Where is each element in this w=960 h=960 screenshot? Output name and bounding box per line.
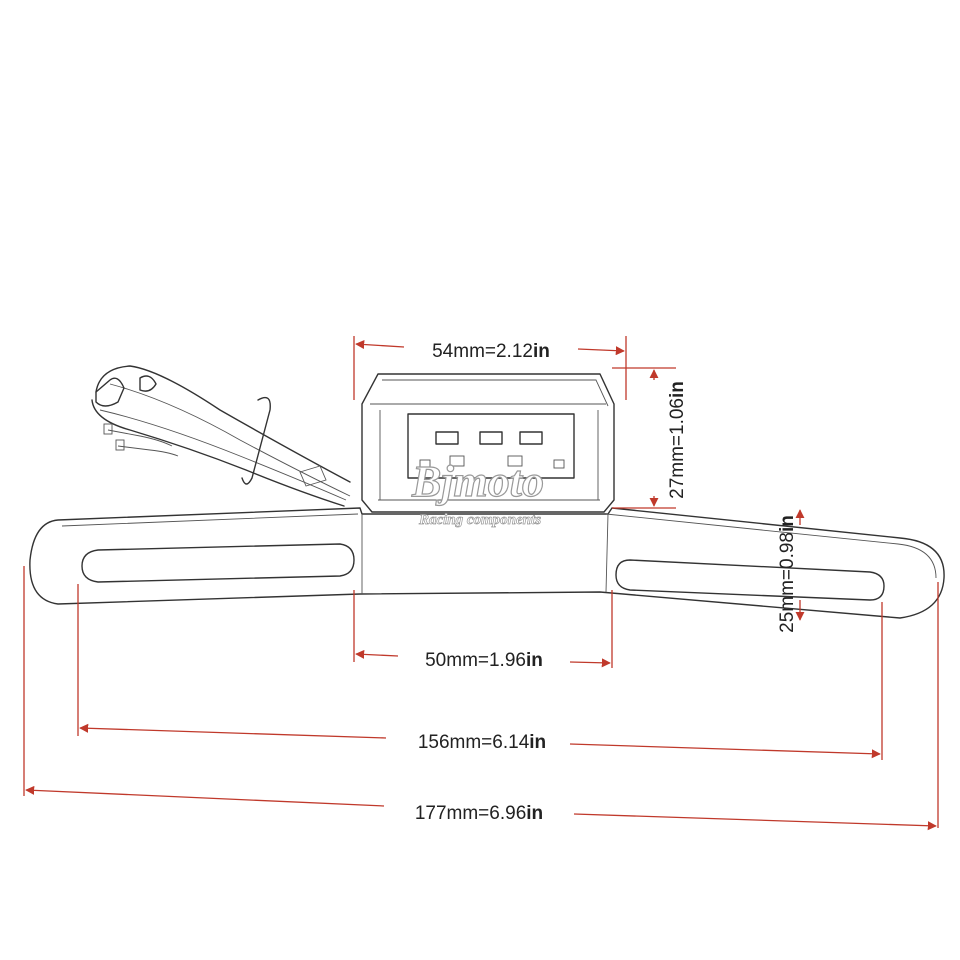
dimension-light-height-unit: in <box>667 381 688 398</box>
dimension-overall-width-label: 177mm=6.96in <box>415 803 543 824</box>
dimension-light-width-value: 54mm=2.12 <box>432 341 533 362</box>
dimension-light-height-value: 27mm=1.06 <box>667 398 688 499</box>
dimension-overall-width: 177mm=6.96in <box>23 566 939 831</box>
led-chips <box>419 431 565 469</box>
dimension-slot-span-label: 156mm=6.14in <box>418 732 546 753</box>
wire-bundle <box>91 365 351 507</box>
left-mounting-slot <box>81 543 355 583</box>
dimension-light-height-label: 27mm=1.06in <box>667 381 688 499</box>
dimension-light-width-label: 54mm=2.12in <box>432 341 550 362</box>
dimension-light-height: 27mm=1.06in <box>612 367 688 509</box>
dimension-overall-width-value: 177mm=6.96 <box>415 803 526 824</box>
dimension-inner-width-value: 50mm=1.96 <box>425 650 526 671</box>
dimension-inner-width: 50mm=1.96in <box>353 590 613 671</box>
watermark: Bjmoto Racing components <box>410 456 544 528</box>
dimension-inner-width-unit: in <box>526 650 543 671</box>
dimension-overall-width-unit: in <box>526 803 543 824</box>
product-sketch <box>29 365 945 619</box>
dimension-slot-height: 25mm=0.98in <box>777 509 805 633</box>
bracket <box>29 507 945 619</box>
dimension-slot-span-unit: in <box>529 732 546 753</box>
right-mounting-slot <box>615 559 885 601</box>
watermark-tagline: Racing components <box>418 512 541 528</box>
dimension-slot-height-value: 25mm=0.98 <box>777 532 798 633</box>
dimension-inner-width-label: 50mm=1.96in <box>425 650 543 671</box>
watermark-brand: Bjmoto <box>411 457 544 506</box>
dimension-light-width: 54mm=2.12in <box>353 336 627 400</box>
dimension-slot-span: 156mm=6.14in <box>77 584 883 760</box>
dimension-slot-span-value: 156mm=6.14 <box>418 732 530 753</box>
led-light-housing <box>361 373 615 513</box>
dimension-light-width-unit: in <box>533 341 550 362</box>
dimension-slot-height-label: 25mm=0.98in <box>777 515 798 633</box>
dimension-slot-height-unit: in <box>777 515 798 532</box>
